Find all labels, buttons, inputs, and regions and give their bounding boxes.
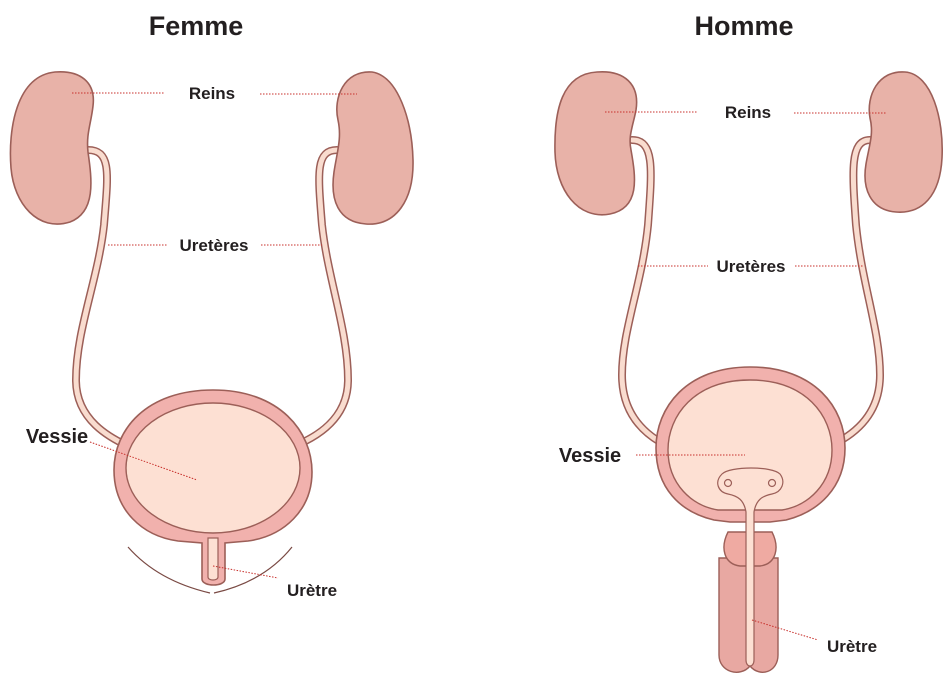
- female-bladder-label: Vessie: [26, 426, 88, 448]
- male-ureters-label: Uretères: [717, 257, 786, 276]
- female-skin-left: [128, 547, 210, 593]
- male-diagram: Homme Reins Uretères Vessie U: [555, 11, 942, 672]
- male-left-kidney: [555, 72, 637, 215]
- female-bladder-lumen: [126, 403, 300, 533]
- female-title: Femme: [149, 11, 244, 41]
- male-title: Homme: [694, 11, 793, 41]
- male-bladder-label: Vessie: [559, 445, 621, 467]
- female-ureters-label: Uretères: [180, 236, 249, 255]
- female-right-kidney: [333, 72, 413, 224]
- male-ureteric-orifice-right: [769, 480, 776, 487]
- female-urethra: [208, 538, 218, 580]
- female-urethra-label: Urètre: [287, 581, 337, 600]
- male-kidneys-label: Reins: [725, 103, 771, 122]
- male-ureteric-orifice-left: [725, 480, 732, 487]
- male-right-kidney: [865, 72, 942, 212]
- female-diagram: Femme Reins Uretères Vessie Urètre: [10, 11, 413, 600]
- female-left-kidney: [10, 72, 93, 224]
- female-kidneys-label: Reins: [189, 84, 235, 103]
- male-urethra-label: Urètre: [827, 637, 877, 656]
